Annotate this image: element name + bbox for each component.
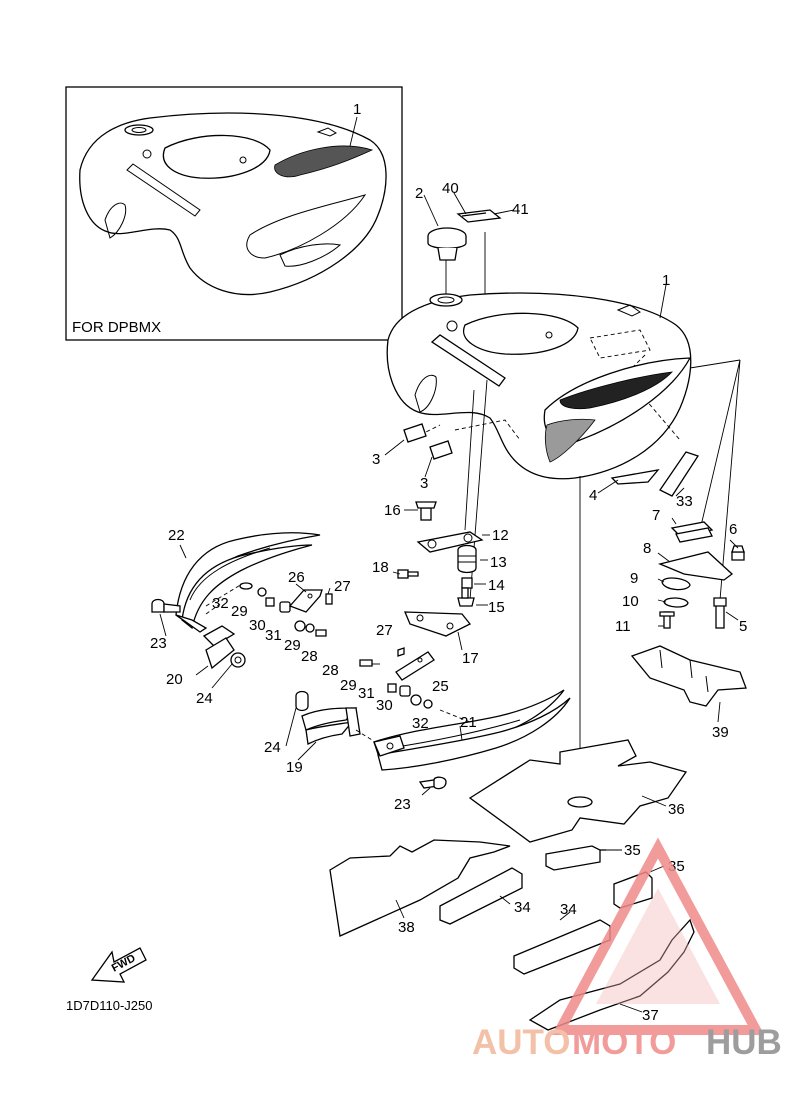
callout-41: 41 (512, 201, 529, 218)
callout-23a: 23 (150, 635, 167, 652)
callout-31b: 31 (358, 685, 375, 702)
callout-30b: 30 (376, 697, 393, 714)
callout-30a: 30 (249, 617, 266, 634)
callout-34a: 34 (514, 899, 531, 916)
callout-14: 14 (488, 577, 505, 594)
callout-36: 36 (668, 801, 685, 818)
tank-cap-group (423, 192, 515, 261)
watermark-hub: HUB (706, 1023, 782, 1062)
callout-12: 12 (492, 527, 509, 544)
callout-21: 21 (460, 714, 477, 731)
callout-3a: 3 (372, 451, 380, 468)
callout-13: 13 (490, 554, 507, 571)
callout-32a: 32 (212, 595, 229, 612)
callout-34b: 34 (560, 901, 577, 918)
callout-23b: 23 (394, 796, 411, 813)
inset-variant-panel: 1 FOR DPBMX (65, 86, 403, 341)
center-bracket-group (392, 501, 490, 651)
callout-19: 19 (286, 759, 303, 776)
right-bracket-group (630, 517, 747, 723)
callout-3b: 3 (420, 475, 428, 492)
callout-16: 16 (384, 502, 401, 519)
fwd-arrow-icon: FWD (90, 947, 147, 983)
callout-32b: 32 (412, 715, 429, 732)
callout-40: 40 (442, 180, 459, 197)
watermark-logo: AUTO MOTO HUB (472, 837, 782, 1062)
callout-33: 33 (676, 493, 693, 510)
callout-2: 2 (415, 185, 423, 202)
callout-10: 10 (622, 593, 639, 610)
callout-24b: 24 (264, 739, 281, 756)
diagram-code: 1D7D110-J250 (66, 998, 152, 1013)
callout-15: 15 (488, 599, 505, 616)
callout-29c: 29 (340, 677, 357, 694)
callout-38: 38 (398, 919, 415, 936)
callout-25: 25 (432, 678, 449, 695)
callout-28b: 28 (322, 662, 339, 679)
callout-39: 39 (712, 724, 729, 741)
callout-4: 4 (589, 487, 597, 504)
callout-22: 22 (168, 527, 185, 544)
callout-18: 18 (372, 559, 389, 576)
watermark-auto: AUTO (472, 1023, 571, 1062)
watermark-moto: MOTO (572, 1023, 676, 1062)
callout-31a: 31 (265, 627, 282, 644)
watermark-triangle-icon (551, 837, 765, 1035)
callout-28a: 28 (301, 648, 318, 665)
callout-20: 20 (166, 671, 183, 688)
callout-26: 26 (288, 569, 305, 586)
callout-35a: 35 (624, 842, 641, 859)
callout-9: 9 (630, 570, 638, 587)
callout-labels: 1 2 3 3 4 5 6 7 8 9 10 11 12 13 14 15 16… (66, 180, 747, 1024)
callout-27b: 27 (376, 622, 393, 639)
callout-11: 11 (615, 618, 631, 635)
callout-37: 37 (642, 1007, 659, 1024)
callout-17: 17 (462, 650, 479, 667)
lower-trim-group (285, 647, 571, 796)
callout-27a: 27 (334, 578, 351, 595)
callout-29a: 29 (231, 603, 248, 620)
fuel-tank-assembly (386, 292, 692, 480)
pads-group (384, 423, 700, 497)
callout-6: 6 (729, 521, 737, 538)
callout-8: 8 (643, 540, 651, 557)
callout-7: 7 (652, 507, 660, 524)
callout-24a: 24 (196, 690, 213, 707)
left-trim-group (151, 532, 333, 689)
callout-1: 1 (662, 272, 670, 289)
inset-callout-1: 1 (353, 101, 361, 118)
callout-29b: 29 (284, 637, 301, 654)
callout-5: 5 (739, 618, 747, 635)
inset-caption: FOR DPBMX (72, 319, 161, 336)
